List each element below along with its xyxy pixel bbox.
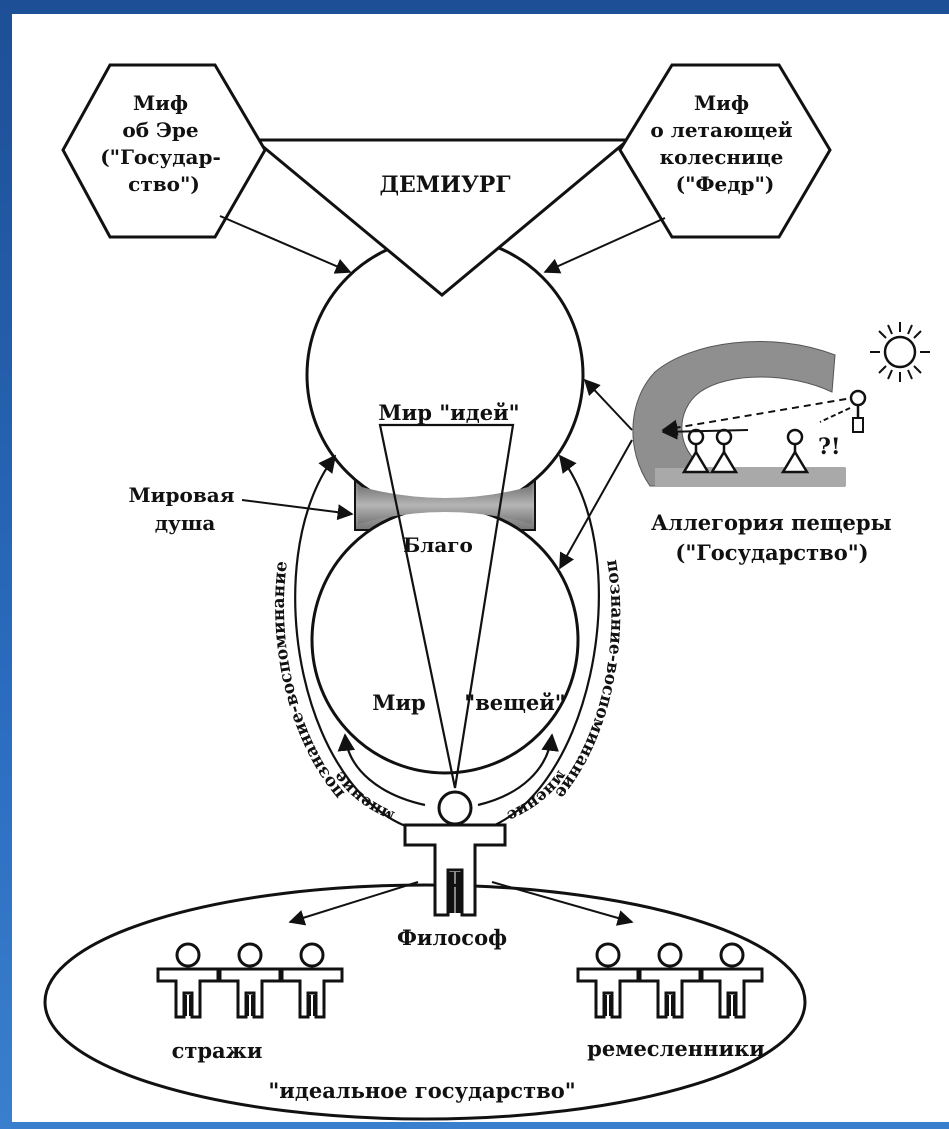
demiurge-triangle bbox=[255, 140, 628, 295]
cave-prisoner-3 bbox=[783, 430, 807, 472]
cave-caption-line-1: Аллегория пещеры bbox=[651, 510, 892, 535]
artisans-label: ремесленники bbox=[587, 1036, 765, 1061]
arrow-cave-to-ideas bbox=[585, 380, 632, 430]
cave-marks: ?! bbox=[818, 434, 841, 460]
guards-label: стражи bbox=[172, 1038, 263, 1063]
cave-caption: Аллегория пещеры ("Государство") bbox=[651, 510, 899, 565]
world-soul-line-2: душа bbox=[155, 511, 216, 535]
cave-exit-figure bbox=[820, 391, 865, 432]
arrow-world-soul bbox=[242, 500, 352, 514]
demiurge-label: ДЕМИУРГ bbox=[379, 172, 510, 198]
diagram-canvas: Миф об Эре ("Государ- ство") Миф о летаю… bbox=[12, 14, 949, 1122]
myth-er-line-1: Миф bbox=[133, 91, 188, 115]
cave-allegory bbox=[633, 322, 930, 486]
cave-prisoner-2 bbox=[712, 430, 736, 472]
philosopher-label: Философ bbox=[397, 925, 507, 950]
cave-caption-line-2: ("Государство") bbox=[675, 540, 868, 565]
myth-chariot-line-4: ("Федр") bbox=[676, 172, 775, 196]
sun-icon bbox=[870, 322, 930, 382]
ideal-state-label: "идеальное государство" bbox=[268, 1078, 575, 1103]
cave-light-ray bbox=[663, 397, 858, 430]
world-of-things-label-right: "вещей" bbox=[464, 690, 566, 715]
arrow-chariot-to-ideas bbox=[545, 218, 665, 272]
world-of-things-label-left: Мир bbox=[372, 690, 426, 715]
myth-chariot-line-3: колеснице bbox=[660, 145, 784, 169]
myth-chariot-line-2: о летающей bbox=[650, 118, 792, 142]
myth-er-line-4: ство") bbox=[128, 172, 200, 196]
world-of-ideas-label: Мир "идей" bbox=[378, 400, 519, 425]
world-soul-label: Мировая душа bbox=[129, 483, 242, 535]
myth-chariot-line-1: Миф bbox=[694, 91, 749, 115]
arrow-er-to-ideas bbox=[220, 216, 350, 272]
myth-er-line-2: об Эре bbox=[122, 118, 198, 142]
good-label: Благо bbox=[403, 533, 473, 557]
myth-er-line-3: ("Государ- bbox=[100, 145, 221, 169]
plato-diagram: Миф об Эре ("Государ- ство") Миф о летаю… bbox=[12, 14, 949, 1122]
world-soul-line-1: Мировая bbox=[129, 483, 235, 507]
